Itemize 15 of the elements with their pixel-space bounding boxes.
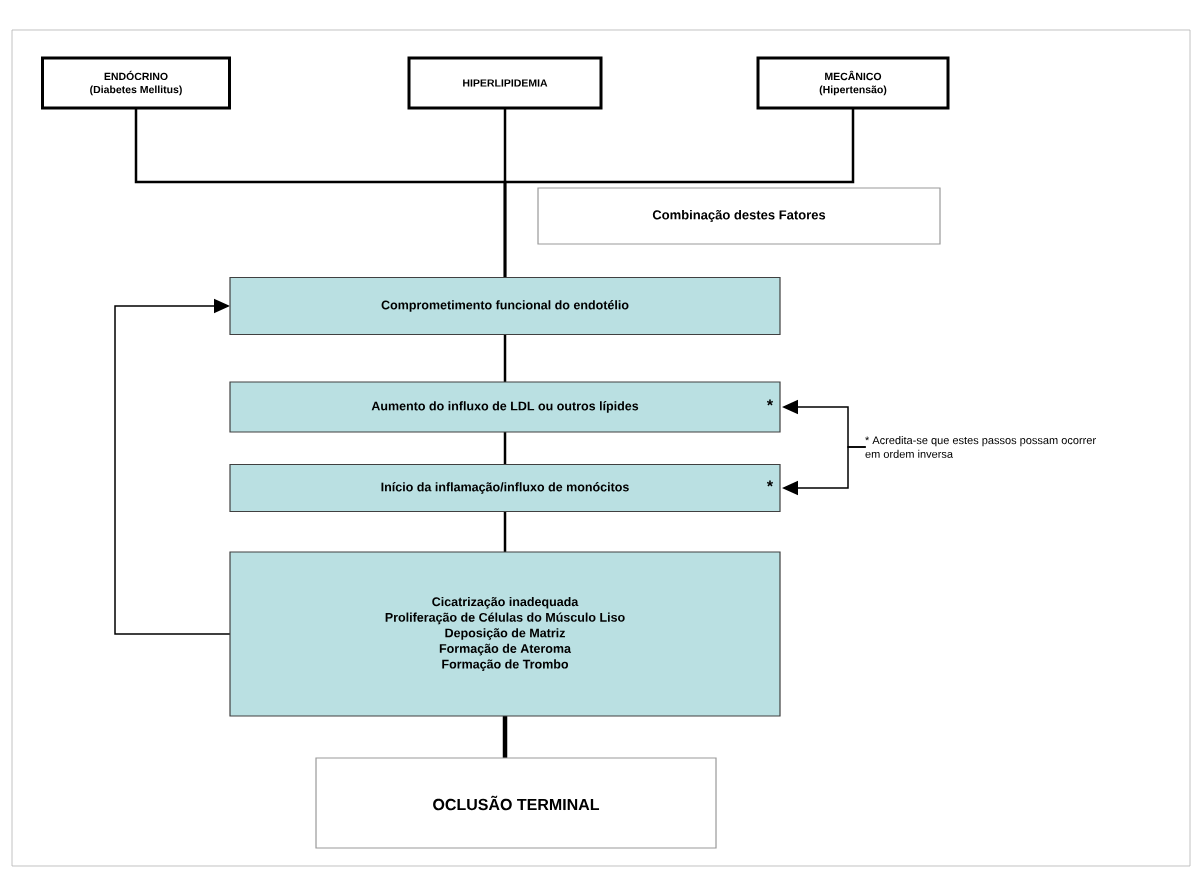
- connector-line: [503, 106, 855, 279]
- process-box: Comprometimento funcional do endotélio: [229, 276, 781, 336]
- process-box: Cicatrização inadequada Proliferação de Células do Músculo Liso Deposição de Matriz Formação de Ateroma Formação de Trombo: [229, 551, 781, 717]
- asterisk: *: [766, 480, 774, 487]
- process-box: Combinação destes Fatores: [537, 187, 941, 245]
- connector-line: [114, 298, 231, 635]
- asterisk: *: [766, 399, 774, 406]
- factor-box: HIPERLIPIDEMIA: [407, 56, 603, 110]
- note-text: * Acredita-se que estes passos possam ocorrer em ordem inversa: [865, 436, 1096, 458]
- factor-box: ENDÓCRINO (Diabetes Mellitus): [41, 56, 231, 110]
- process-box: OCLUSÃO TERMINAL: [315, 757, 717, 849]
- factor-box: MECÂNICO (Hipertensão): [756, 56, 950, 110]
- connector-line: [503, 430, 507, 466]
- connector-line: [503, 333, 507, 384]
- connector-line: [503, 510, 507, 554]
